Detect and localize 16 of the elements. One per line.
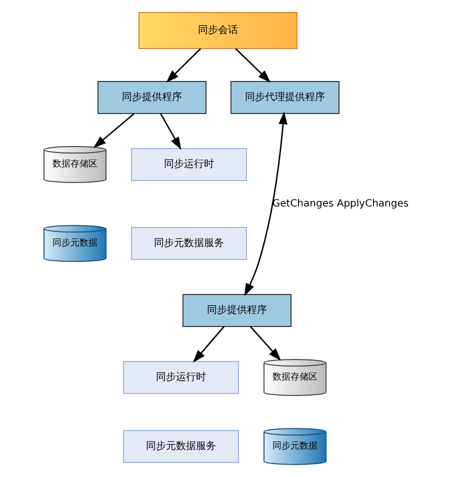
arrow — [159, 113, 181, 150]
node-box: 同步元数据服务 — [130, 227, 246, 260]
arrow — [234, 48, 270, 83]
node-box: 同步运行时 — [122, 361, 238, 394]
arrow — [166, 48, 201, 83]
node-box: 同步会话 — [138, 12, 297, 49]
edge-label: GetChanges ApplyChanges — [272, 198, 408, 210]
node-box: 同步提供程序 — [182, 294, 291, 327]
node-box: 同步元数据服务 — [122, 430, 238, 463]
arrow — [244, 112, 288, 296]
node-box: 同步提供程序 — [97, 81, 206, 114]
arrow — [92, 113, 134, 148]
node-box: 同步运行时 — [130, 148, 246, 181]
node-box: 同步代理提供程序 — [230, 81, 339, 114]
arrow — [192, 326, 224, 363]
arrow — [249, 326, 280, 361]
